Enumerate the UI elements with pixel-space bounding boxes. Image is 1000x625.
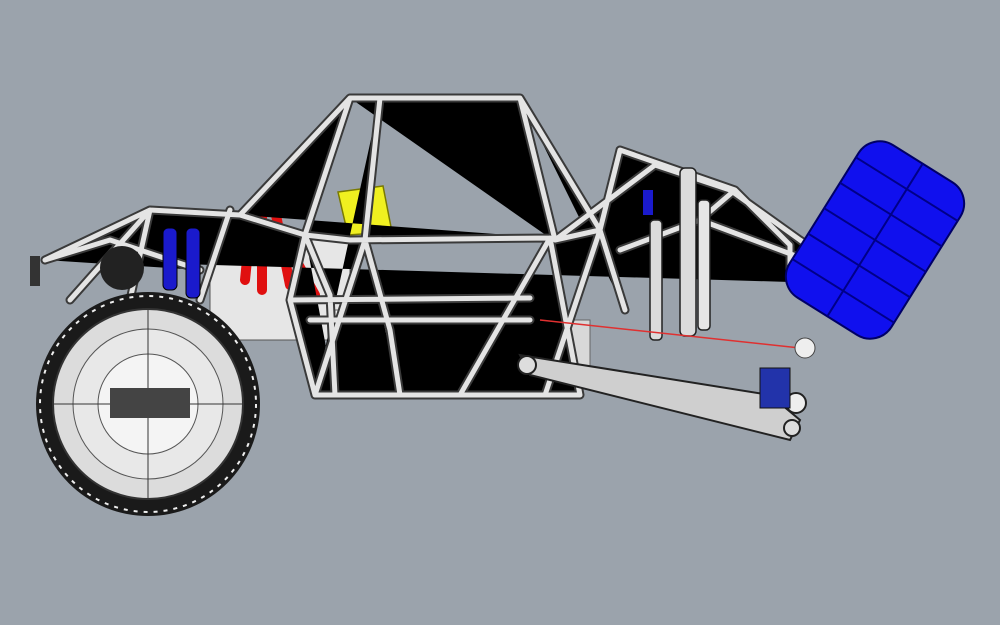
front-light bbox=[30, 256, 40, 286]
front-wheel bbox=[36, 292, 260, 516]
spare-tire bbox=[784, 140, 966, 340]
rear-trailing-arm bbox=[517, 353, 807, 442]
brake-line bbox=[539, 319, 801, 349]
rear-hub bbox=[794, 337, 816, 359]
chassis-frame bbox=[45, 98, 860, 395]
front-shocks bbox=[100, 227, 201, 299]
rear-shocks bbox=[643, 167, 711, 341]
